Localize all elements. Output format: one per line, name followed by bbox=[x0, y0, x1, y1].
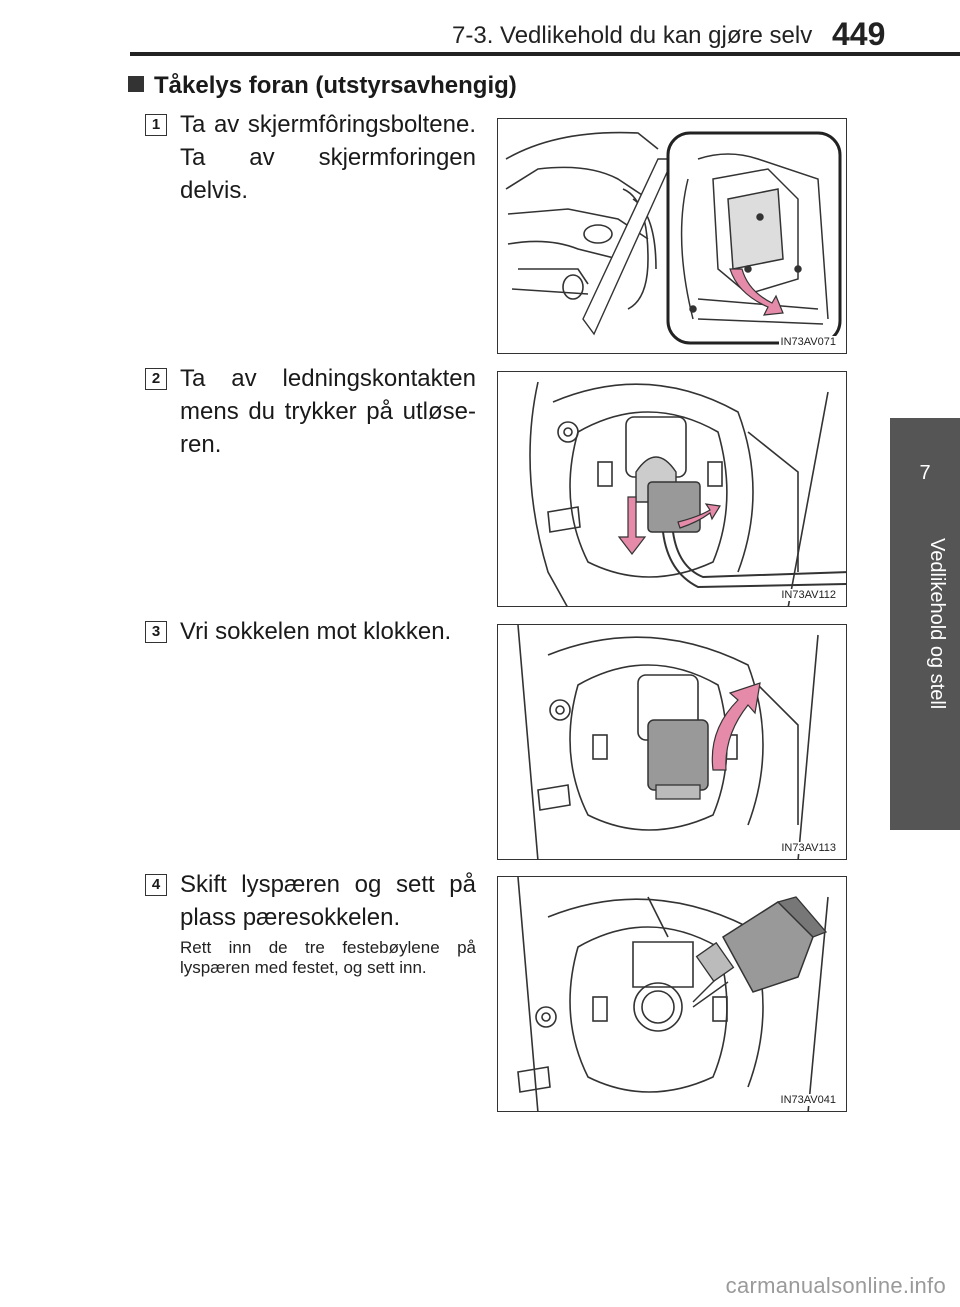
figure-code: IN73AV113 bbox=[779, 842, 838, 854]
step-number-box: 2 bbox=[145, 368, 167, 390]
step-figure: IN73AV041 bbox=[497, 876, 847, 1112]
figure-code: IN73AV071 bbox=[778, 336, 838, 348]
fog-light-connector-illustration bbox=[529, 381, 846, 606]
step-text: Skift lyspæren og sett på plass pæresokk… bbox=[180, 871, 476, 931]
section-heading-text: Tåkelys foran (utstyrsavhengig) bbox=[154, 72, 517, 99]
chapter-label: Vedlikehold og stell bbox=[926, 538, 948, 710]
step-note: Rett inn de tre festebøylene på lyspæren… bbox=[180, 938, 476, 977]
step-text: Vri sokkelen mot klokken. bbox=[180, 618, 452, 645]
section-heading: Tåkelys foran (utstyrsavhengig) bbox=[128, 72, 517, 100]
page-number: 449 bbox=[832, 16, 886, 52]
running-header-title: 7-3. Vedlikehold du kan gjøre selv bbox=[452, 22, 813, 49]
step-number-box: 3 bbox=[145, 621, 167, 643]
step-figure: IN73AV113 bbox=[497, 624, 847, 860]
step-figure: IN73AV112 bbox=[497, 371, 847, 607]
step-text: Ta av skjermfôringsboltene. Ta av skjerm… bbox=[180, 111, 476, 204]
fog-light-bulb-replace-illustration bbox=[517, 877, 829, 1111]
step-number-box: 4 bbox=[145, 874, 167, 896]
watermark-link[interactable]: carmanualsonline.info bbox=[725, 1273, 946, 1298]
header-rule bbox=[130, 52, 960, 56]
figure-code: IN73AV041 bbox=[778, 1094, 838, 1106]
step-figure: IN73AV071 bbox=[497, 118, 847, 354]
chapter-side-tab[interactable]: 7 Vedlikehold og stell bbox=[890, 418, 960, 830]
step-number-box: 1 bbox=[145, 114, 167, 136]
fog-light-socket-rotate-illustration bbox=[517, 625, 819, 859]
car-front-wheel-arch-illustration bbox=[505, 131, 842, 345]
figure-code: IN73AV112 bbox=[779, 589, 838, 601]
square-bullet-icon bbox=[128, 76, 144, 92]
chapter-number: 7 bbox=[919, 462, 931, 484]
step-text: Ta av ledningskontakten mens du trykker … bbox=[180, 365, 476, 458]
